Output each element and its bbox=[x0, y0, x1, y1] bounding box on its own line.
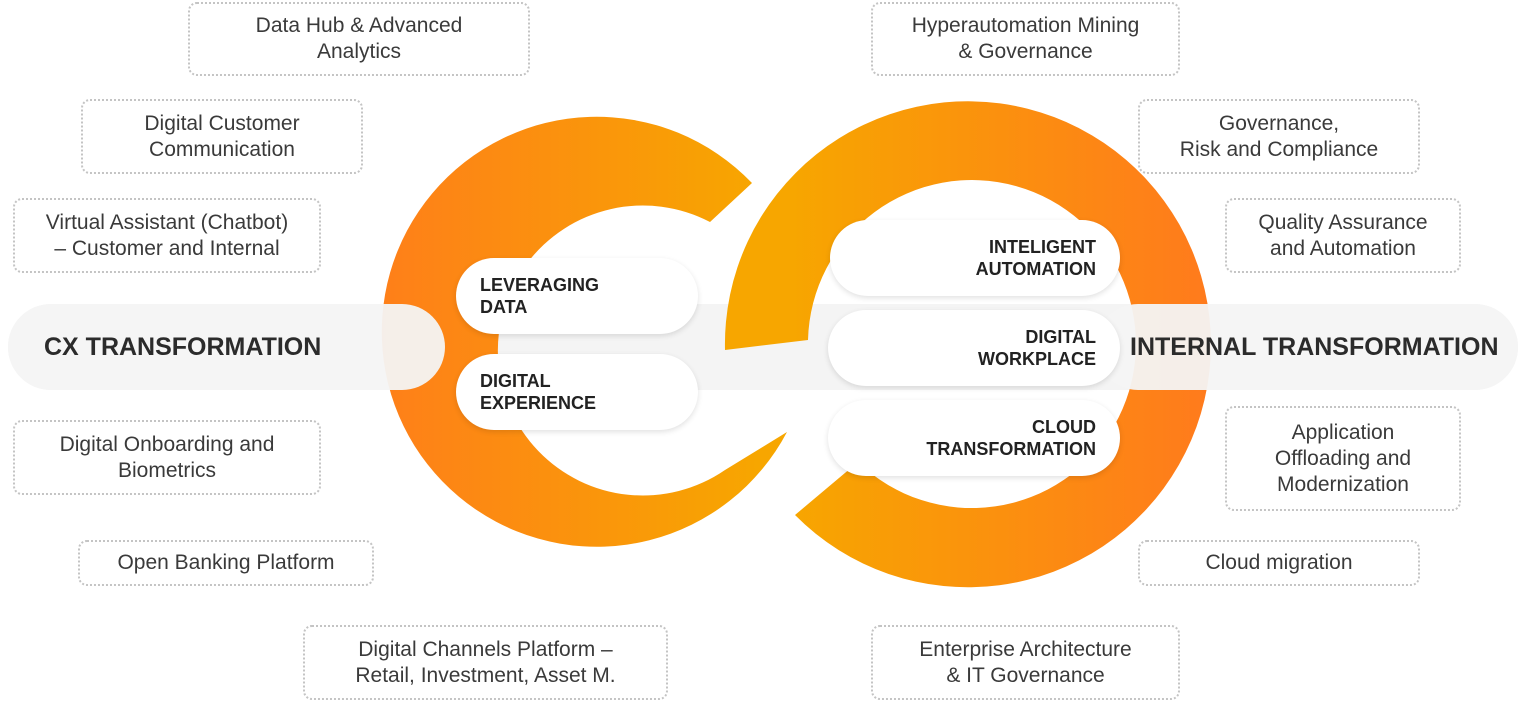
band-right-overlay bbox=[1095, 304, 1518, 390]
box-label: Governance, Risk and Compliance bbox=[1179, 111, 1379, 161]
box-cloud-migration: Cloud migration bbox=[1138, 540, 1420, 586]
box-governance-risk: Governance, Risk and Compliance bbox=[1138, 99, 1420, 174]
box-label: Digital Customer Communication bbox=[144, 111, 300, 161]
box-label: Hyperautomation Mining & Governance bbox=[911, 14, 1140, 63]
pill-label: INTELIGENT AUTOMATION bbox=[975, 237, 1096, 279]
box-quality-assurance: Quality Assurance and Automation bbox=[1225, 198, 1461, 273]
box-digital-onboarding: Digital Onboarding and Biometrics bbox=[13, 420, 321, 495]
box-hyperautomation: Hyperautomation Mining & Governance bbox=[871, 2, 1180, 76]
pill-label: LEVERAGING DATA bbox=[480, 275, 600, 317]
pill-digital-workplace: DIGITAL WORKPLACE bbox=[828, 310, 1120, 386]
box-label: Virtual Assistant (Chatbot) – Customer a… bbox=[45, 210, 289, 260]
box-application-offloading: Application Offloading and Modernization bbox=[1225, 406, 1461, 511]
box-label: Data Hub & Advanced Analytics bbox=[255, 14, 463, 63]
box-digital-channels: Digital Channels Platform – Retail, Inve… bbox=[303, 625, 668, 700]
box-label: Application Offloading and Modernization bbox=[1274, 420, 1412, 496]
box-digital-customer-communication: Digital Customer Communication bbox=[81, 99, 363, 174]
pill-label: DIGITAL WORKPLACE bbox=[978, 327, 1096, 369]
box-label: Quality Assurance and Automation bbox=[1258, 210, 1428, 260]
left-loop bbox=[381, 116, 787, 547]
band-left-overlay bbox=[8, 304, 445, 390]
box-label: Cloud migration bbox=[1205, 551, 1353, 574]
box-label: Digital Channels Platform – Retail, Inve… bbox=[355, 637, 616, 687]
pill-label: DIGITAL EXPERIENCE bbox=[480, 371, 597, 413]
pill-cloud-transformation: CLOUD TRANSFORMATION bbox=[828, 400, 1120, 476]
box-label: Enterprise Architecture & IT Governance bbox=[919, 637, 1132, 687]
box-open-banking: Open Banking Platform bbox=[78, 540, 374, 586]
pill-label: CLOUD TRANSFORMATION bbox=[926, 417, 1096, 459]
box-enterprise-architecture: Enterprise Architecture & IT Governance bbox=[871, 625, 1180, 700]
pill-inteligent-automation: INTELIGENT AUTOMATION bbox=[830, 220, 1120, 296]
internal-transformation-title: INTERNAL TRANSFORMATION bbox=[1130, 333, 1499, 361]
pill-leveraging-data: LEVERAGING DATA bbox=[456, 258, 698, 334]
box-data-hub: Data Hub & Advanced Analytics bbox=[188, 2, 530, 76]
cx-transformation-title: CX TRANSFORMATION bbox=[44, 333, 322, 361]
box-virtual-assistant: Virtual Assistant (Chatbot) – Customer a… bbox=[13, 198, 321, 273]
box-label: Digital Onboarding and Biometrics bbox=[59, 432, 275, 482]
box-label: Open Banking Platform bbox=[117, 551, 335, 574]
pill-digital-experience: DIGITAL EXPERIENCE bbox=[456, 354, 698, 430]
